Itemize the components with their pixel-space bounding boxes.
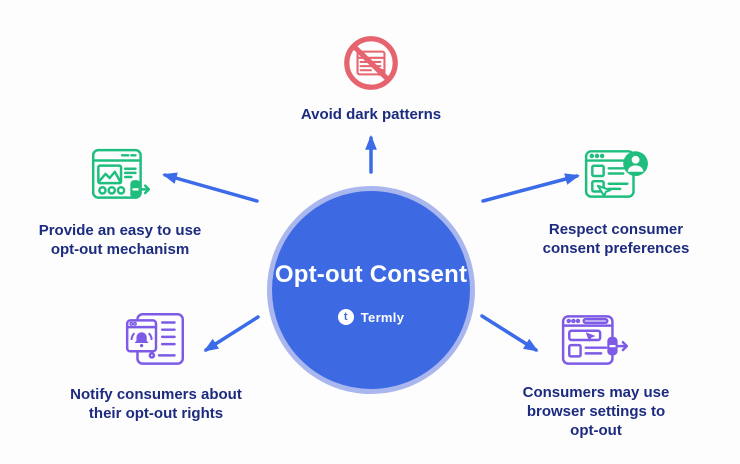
node-easy-optout-mechanism: Provide an easy to use opt-out mechanism [25, 148, 215, 259]
termly-logo: t Termly [337, 309, 405, 325]
consent-preferences-icon [582, 143, 650, 212]
node-label: Avoid dark patterns [300, 106, 442, 123]
node-label: Consumers may use browser settings to op… [522, 384, 670, 439]
node-label: Notify consumers about their opt-out rig… [70, 386, 242, 422]
easy-optout-mechanism-icon [87, 148, 153, 213]
node-label: Provide an easy to use opt-out mechanism [38, 222, 202, 258]
node-browser-settings-optout: Consumers may use browser settings to op… [496, 312, 696, 440]
central-topic-title: Opt-out Consent [274, 261, 468, 288]
node-notify-optout-rights: Notify consumers about their opt-out rig… [56, 310, 256, 423]
browser-settings-optout-icon [559, 312, 633, 375]
node-respect-consent-preferences: Respect consumer consent preferences [521, 143, 711, 258]
termly-logo-icon: t [337, 309, 354, 325]
node-label: Respect consumer consent preferences [542, 221, 690, 257]
termly-logo-text: Termly [360, 309, 405, 325]
central-topic-circle: Opt-out Consent t Termly [267, 186, 475, 394]
notify-optout-rights-icon [121, 310, 191, 377]
node-avoid-dark-patterns: Avoid dark patterns [271, 34, 471, 124]
no-dark-patterns-icon [342, 34, 400, 97]
